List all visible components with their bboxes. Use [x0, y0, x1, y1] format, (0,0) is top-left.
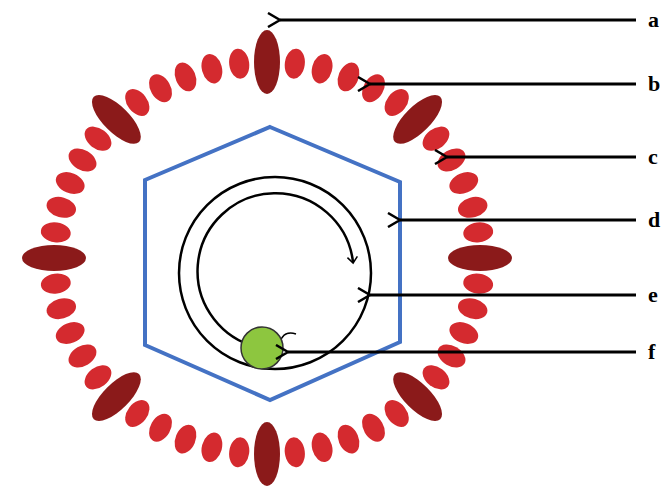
part-letter: c — [648, 146, 658, 168]
part-letter: d — [648, 209, 660, 231]
part-letter: b — [648, 73, 660, 95]
envelope-proteins — [22, 30, 512, 486]
genome-inner-strand — [198, 193, 353, 348]
capsid — [145, 127, 400, 400]
membrane-protein — [434, 144, 470, 176]
membrane-protein — [120, 85, 154, 121]
membrane-protein — [198, 52, 225, 86]
membrane-protein — [144, 70, 176, 106]
membrane-protein — [462, 272, 494, 296]
genome-outer-strand — [179, 177, 371, 369]
leader-line — [370, 83, 636, 86]
membrane-protein — [380, 396, 414, 432]
membrane-protein — [144, 410, 176, 446]
membrane-protein — [53, 318, 88, 348]
part-letter: a — [648, 9, 659, 31]
part-letter: f — [648, 341, 655, 363]
membrane-protein — [434, 340, 470, 372]
membrane-protein — [283, 48, 307, 80]
membrane-protein — [446, 168, 481, 198]
membrane-protein — [283, 436, 307, 468]
membrane-protein — [456, 194, 490, 221]
membrane-protein — [227, 48, 251, 80]
membrane-protein — [65, 144, 101, 176]
membrane-protein — [198, 430, 225, 464]
leader-line — [447, 156, 636, 159]
spike-protein — [22, 245, 86, 271]
leader-line — [400, 219, 636, 222]
membrane-protein — [40, 221, 72, 245]
membrane-protein — [40, 272, 72, 296]
membrane-protein — [357, 410, 389, 446]
membrane-protein — [309, 430, 336, 464]
membrane-protein — [446, 318, 481, 348]
membrane-protein — [462, 221, 494, 245]
membrane-protein — [44, 194, 78, 221]
membrane-protein — [171, 421, 201, 456]
membrane-protein — [357, 70, 389, 106]
spike-protein — [448, 245, 512, 271]
membrane-protein — [456, 295, 490, 322]
spike-protein — [254, 30, 280, 94]
membrane-protein — [334, 59, 364, 94]
membrane-protein — [171, 59, 201, 94]
membrane-protein — [334, 421, 364, 456]
membrane-protein — [309, 52, 336, 86]
leader-line — [288, 351, 636, 354]
part-letter: e — [648, 284, 658, 306]
leader-line — [280, 19, 636, 22]
membrane-protein — [65, 340, 101, 372]
spike-protein — [254, 422, 280, 486]
membrane-protein — [44, 295, 78, 322]
leader-lines — [280, 20, 636, 352]
leader-line — [370, 294, 636, 297]
polymerase — [241, 327, 283, 369]
membrane-protein — [53, 168, 88, 198]
membrane-protein — [227, 436, 251, 468]
